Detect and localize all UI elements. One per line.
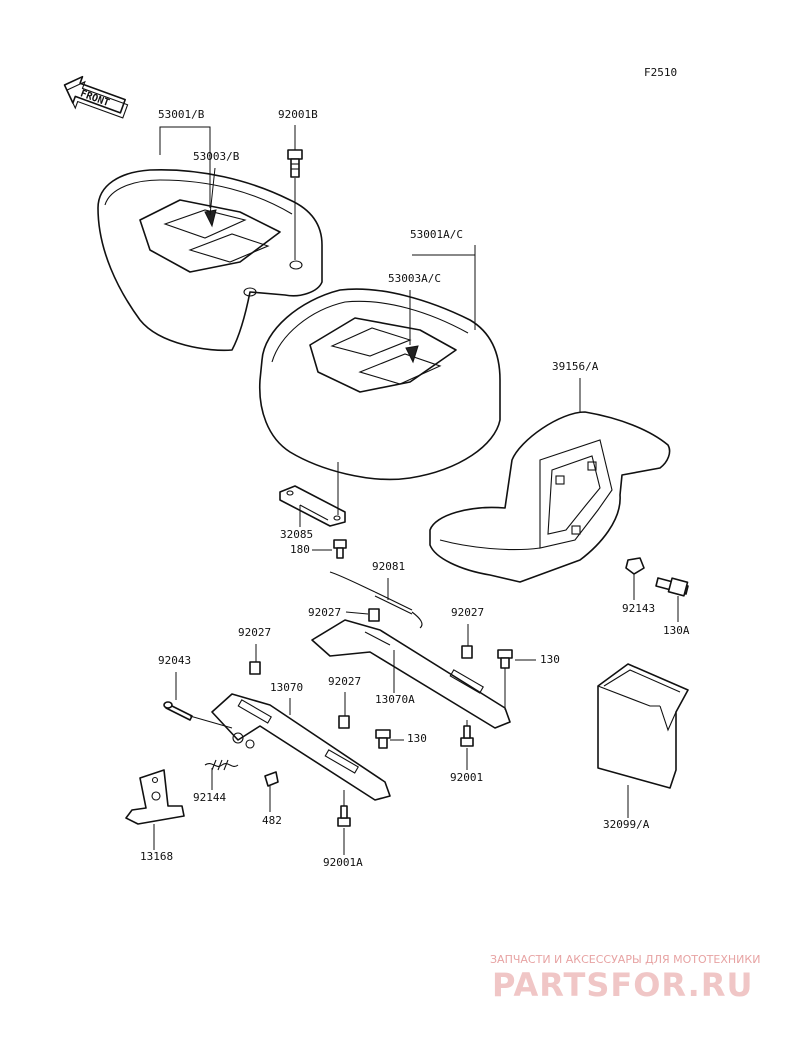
pouch-32099a-drawing (597, 663, 689, 789)
figure-code: F2510 (644, 66, 677, 79)
callout-53001a-c: 53001A/C (410, 228, 463, 241)
callout-53003-b: 53003/B (193, 150, 240, 163)
callout-482: 482 (262, 814, 282, 827)
collar-92027-a-icon (368, 608, 380, 622)
callout-130-a: 130 (540, 653, 560, 666)
callout-53001-b: 53001/B (158, 108, 205, 121)
callout-92027-d: 92027 (328, 675, 361, 688)
callout-92001a: 92001A (323, 856, 363, 869)
callout-92027-b: 92027 (451, 606, 484, 619)
collar-92027-c-icon (249, 661, 261, 675)
callout-130-b: 130 (407, 732, 427, 745)
callout-92144: 92144 (193, 791, 226, 804)
bracket-13070-drawing (211, 693, 391, 801)
bolt-130-a-icon (497, 649, 513, 669)
bracket-13070a-drawing (311, 619, 511, 729)
callout-92001b: 92001B (278, 108, 318, 121)
callout-labels: 53001/B 53003/B 92001B 53001A/C 53003A/C 3915… (140, 108, 690, 869)
seat-53001b-drawing (97, 168, 323, 352)
hook-13168-drawing (125, 769, 185, 825)
callout-13070a: 13070A (375, 693, 415, 706)
carrier-39156a-drawing (429, 411, 671, 583)
pin-92043-icon (163, 701, 193, 721)
callout-32099-a: 32099/A (603, 818, 650, 831)
bolt-92001b-icon (287, 149, 303, 178)
leader-lines (153, 125, 679, 855)
watermark-caption: ЗАПЧАСТИ И АКСЕССУАРЫ ДЛЯ МОТОТЕХНИКИ (490, 953, 760, 966)
bolt-130a-icon (655, 577, 689, 597)
callout-13168: 13168 (140, 850, 173, 863)
bolt-92001a-icon (337, 805, 351, 827)
callout-130a: 130A (663, 624, 690, 637)
callout-92143: 92143 (622, 602, 655, 615)
callout-92001: 92001 (450, 771, 483, 784)
spring-92144-icon (204, 759, 239, 771)
callout-13070: 13070 (270, 681, 303, 694)
nut-92143-icon (625, 557, 645, 575)
callout-92027-c: 92027 (238, 626, 271, 639)
collar-92027-b-icon (461, 645, 473, 659)
seat-53001a-drawing (258, 288, 501, 481)
callout-39156-a: 39156/A (552, 360, 599, 373)
callout-180: 180 (290, 543, 310, 556)
clip-482-icon (264, 771, 279, 787)
bolt-130-b-icon (375, 729, 391, 749)
watermark-logo: PARTSFOR.RU (492, 966, 753, 1004)
bolt-92001-icon (460, 725, 474, 747)
front-arrow-icon: FRONT (63, 75, 129, 119)
callout-92043: 92043 (158, 654, 191, 667)
bracket-32085-drawing (279, 485, 346, 527)
watermark: ЗАПЧАСТИ И АКСЕССУАРЫ ДЛЯ МОТОТЕХНИКИ PA… (490, 953, 760, 1004)
callout-92081: 92081 (372, 560, 405, 573)
collar-92027-d-icon (338, 715, 350, 729)
nut-180-icon (333, 539, 347, 559)
callout-53003a-c: 53003A/C (388, 272, 441, 285)
callout-92027-a: 92027 (308, 606, 341, 619)
cable-92081-drawing (329, 571, 423, 629)
callout-32085: 32085 (280, 528, 313, 541)
